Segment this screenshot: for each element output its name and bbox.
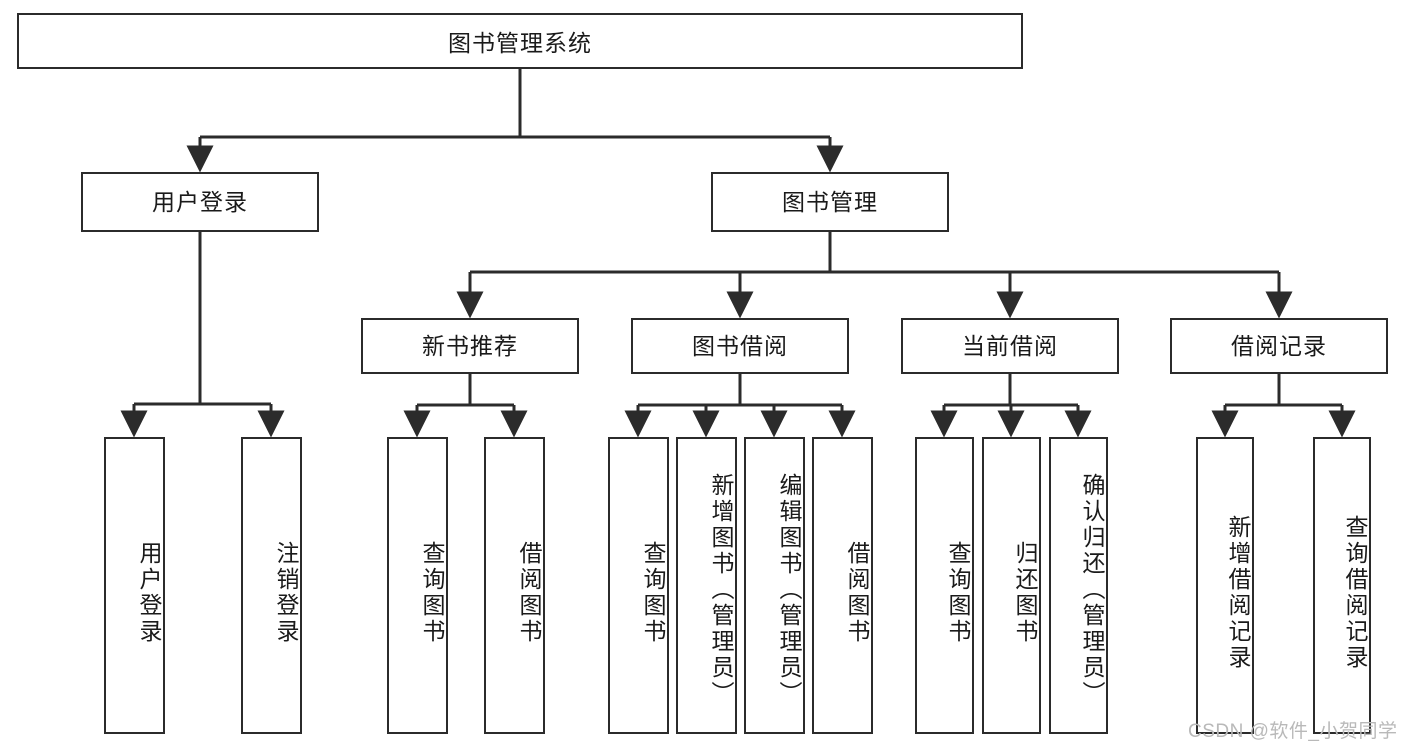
leaf-record-query-borrow-record[interactable]: 查询借阅记录 bbox=[1313, 437, 1371, 734]
leaf-borrow-add-book-admin[interactable]: 新增图书（管理员） bbox=[676, 437, 737, 734]
node-book-management[interactable]: 图书管理 bbox=[711, 172, 949, 232]
node-current-borrow[interactable]: 当前借阅 bbox=[901, 318, 1119, 374]
leaf-user-login-login[interactable]: 用户登录 bbox=[104, 437, 165, 734]
leaf-record-add-borrow-record[interactable]: 新增借阅记录 bbox=[1196, 437, 1254, 734]
leaf-current-query-book[interactable]: 查询图书 bbox=[915, 437, 974, 734]
leaf-current-return-book[interactable]: 归还图书 bbox=[982, 437, 1041, 734]
leaf-borrow-borrow-book[interactable]: 借阅图书 bbox=[812, 437, 873, 734]
node-root-system[interactable]: 图书管理系统 bbox=[17, 13, 1023, 69]
leaf-borrow-edit-book-admin[interactable]: 编辑图书（管理员） bbox=[744, 437, 805, 734]
leaf-current-confirm-return-admin[interactable]: 确认归还（管理员） bbox=[1049, 437, 1108, 734]
node-new-book-recommend[interactable]: 新书推荐 bbox=[361, 318, 579, 374]
leaf-newbook-borrow-book[interactable]: 借阅图书 bbox=[484, 437, 545, 734]
node-user-login[interactable]: 用户登录 bbox=[81, 172, 319, 232]
csdn-watermark: CSDN @软件_小贺同学 bbox=[1188, 721, 1398, 742]
leaf-user-login-logout[interactable]: 注销登录 bbox=[241, 437, 302, 734]
leaf-borrow-query-book[interactable]: 查询图书 bbox=[608, 437, 669, 734]
node-book-borrow[interactable]: 图书借阅 bbox=[631, 318, 849, 374]
leaf-newbook-query-book[interactable]: 查询图书 bbox=[387, 437, 448, 734]
node-borrow-record[interactable]: 借阅记录 bbox=[1170, 318, 1388, 374]
